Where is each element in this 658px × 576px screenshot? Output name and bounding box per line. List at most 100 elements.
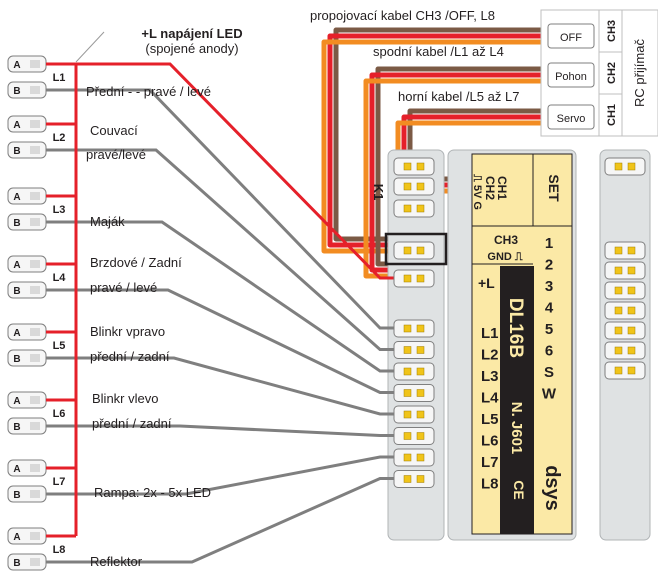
anode-letter: A <box>13 192 20 203</box>
cathode-letter: B <box>13 218 20 229</box>
function-label-l3: Maják <box>90 214 125 229</box>
pin <box>627 266 636 275</box>
pin-housing <box>393 384 435 402</box>
servo-plug-servo <box>547 104 595 130</box>
module-output-label: L5 <box>481 411 499 428</box>
led-label-bg <box>48 474 70 488</box>
pin <box>627 162 636 171</box>
pin <box>416 432 425 440</box>
pin-housing <box>393 362 435 381</box>
servo-plug-pohon <box>547 62 595 88</box>
anode-letter: A <box>13 60 20 71</box>
pin <box>614 326 623 335</box>
receiver-ch1: CH1 <box>606 104 618 126</box>
module-mode-label: 1 <box>545 235 553 252</box>
led-label-bg <box>48 70 70 84</box>
cable-label-upper: horní kabel /L5 až L7 <box>398 89 519 104</box>
cathode-letter: B <box>13 286 20 297</box>
module-output-label: L3 <box>481 368 499 385</box>
pin <box>403 453 412 462</box>
receiver-ch2: CH2 <box>606 62 618 84</box>
ch3-pins: GND ⎍ <box>487 251 523 263</box>
module-black-strip <box>500 266 534 534</box>
pin <box>614 162 623 171</box>
cathode-letter: B <box>13 422 20 433</box>
output-pin-l4 <box>393 384 435 402</box>
pin-layer <box>384 157 646 488</box>
module-output-label: L7 <box>481 454 499 471</box>
device-off: OFF <box>560 32 582 44</box>
led-lens <box>30 328 40 336</box>
servo-plug-off <box>547 23 595 49</box>
pin <box>614 286 623 295</box>
pin <box>614 346 623 355</box>
module-mode-label: 4 <box>545 300 554 317</box>
function-label-l4b: pravé / levé <box>90 280 157 295</box>
pin-label-5v: ⎍ 5V G <box>471 173 483 210</box>
pin <box>614 266 623 275</box>
pin <box>416 389 425 397</box>
pin-housing <box>604 241 646 260</box>
led-lens <box>30 120 40 128</box>
output-pin-l2 <box>393 341 435 359</box>
rc-receiver: CH3 CH2 CH1 RC přijímač OFF Pohon Servo <box>540 9 658 137</box>
pin <box>403 274 412 283</box>
led-label: L1 <box>53 72 66 84</box>
k1-pin-3 <box>393 199 435 218</box>
function-label-l7: Rampa: 2x - 5x LED <box>94 485 211 500</box>
led-lens <box>30 558 40 566</box>
function-label-l8: Reflektor <box>90 554 143 569</box>
pin <box>416 182 425 191</box>
function-label-l1: Přední - - pravé / levé <box>86 84 211 99</box>
cathode-letter: B <box>13 558 20 569</box>
function-label-l5b: přední / zadní <box>90 349 170 364</box>
pin <box>627 326 636 335</box>
pin <box>416 453 425 462</box>
module-mode-label: 6 <box>545 343 553 360</box>
output-pin-l8 <box>393 470 435 488</box>
title-leader <box>75 31 105 63</box>
cathode-wire-l4 <box>46 288 408 394</box>
device-servo: Servo <box>557 113 586 125</box>
function-label-l5a: Blinkr vpravo <box>90 324 165 339</box>
pin-housing <box>393 405 435 424</box>
led-label: L7 <box>53 476 66 488</box>
led-label: L2 <box>53 132 66 144</box>
pin-housing <box>393 427 435 445</box>
pin <box>416 162 425 171</box>
pin <box>403 389 412 397</box>
led-label: L4 <box>53 272 67 284</box>
function-label-l2a: Couvací <box>90 123 138 138</box>
pin-housing <box>393 269 435 288</box>
anode-letter: A <box>13 532 20 543</box>
led-lens <box>30 60 40 68</box>
anode-letter: A <box>13 396 20 407</box>
function-label-l6b: přední / zadní <box>92 416 172 431</box>
pin-housing <box>604 157 646 176</box>
pin <box>614 366 623 375</box>
cathode-letter: B <box>13 490 20 501</box>
module-mode-label: S <box>544 364 554 381</box>
led-lens <box>30 396 40 404</box>
set-label: SET <box>546 174 562 202</box>
anode-letter: A <box>13 328 20 339</box>
led-lens <box>30 532 40 540</box>
pin-housing <box>604 321 646 340</box>
pin-housing <box>604 261 646 280</box>
led-power-subtitle: (spojené anody) <box>145 41 238 56</box>
module-output-label: L2 <box>481 347 499 364</box>
led-label: L8 <box>53 544 66 556</box>
cathode-letter: B <box>13 86 20 97</box>
ce-mark: CE <box>511 480 527 499</box>
connector-k1: K1 <box>371 184 386 201</box>
pin <box>627 306 636 315</box>
module-name: DL16B <box>505 298 526 358</box>
pin <box>403 410 412 419</box>
pin <box>403 367 412 376</box>
pin <box>614 306 623 315</box>
pin-housing <box>393 199 435 218</box>
